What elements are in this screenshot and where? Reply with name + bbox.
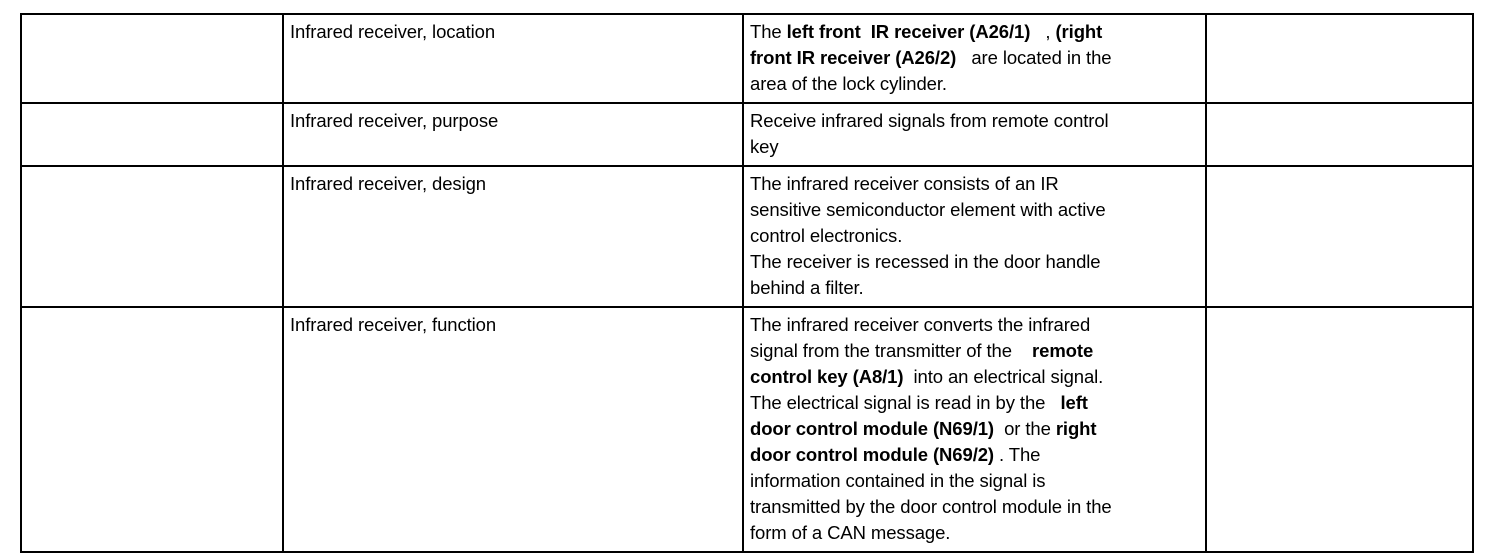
label-text: Infrared receiver, location [290,21,496,42]
description-line: front IR receiver (A26/2) are located in… [750,45,1199,71]
description-run-bold: left front [786,21,866,42]
description-line: sensitive semiconductor element with act… [750,197,1199,223]
description-text: The left front IR receiver (A26/1) , (ri… [744,15,1205,102]
description-run-bold: control key (A8/1) [750,366,909,387]
description-run: . The [993,444,1041,465]
description-line: The receiver is recessed in the door han… [750,249,1199,275]
description-run-bold: right [1055,418,1097,439]
description-run: The receiver is recessed in the door han… [750,251,1101,272]
description-line: The infrared receiver converts the infra… [750,312,1199,338]
description-line: area of the lock cylinder. [750,71,1199,97]
table-cell-blank-right [1205,13,1474,104]
table-cell-description: Receive infrared signals from remote con… [742,102,1207,167]
description-line: The left front IR receiver (A26/1) , (ri… [750,19,1199,45]
description-run-bold: IR receiver (A26/1) [870,21,1036,42]
specification-table: Infrared receiver, location The left fro… [20,13,1474,553]
table-row: Infrared receiver, function The infrared… [20,306,1474,553]
label-text: Infrared receiver, design [290,173,486,194]
label-text: Infrared receiver, purpose [290,110,499,131]
description-line: The electrical signal is read in by the … [750,390,1199,416]
description-run: The [750,21,787,42]
description-line: key [750,134,1199,160]
description-run: are located in the [961,47,1112,68]
label-text: Infrared receiver, function [290,314,497,335]
document-page: Infrared receiver, location The left fro… [20,13,1474,553]
description-run: form of a CAN message. [750,522,951,543]
table-cell-label: Infrared receiver, design [282,165,744,308]
description-run: signal from the transmitter of the [750,340,1017,361]
table-cell-label: Infrared receiver, function [282,306,744,553]
blank-left-content [22,308,282,317]
description-run [1050,392,1060,413]
description-run-bold: (right [1055,21,1103,42]
description-line: door control module (N69/2) . The [750,442,1199,468]
description-run: sensitive semiconductor element with act… [750,199,1106,220]
description-run-bold: remote [1032,340,1094,361]
description-run: The electrical signal is read in by the [750,392,1051,413]
description-run-bold: door control module (N69/2) [750,444,994,465]
table-cell-blank-left [20,306,284,553]
blank-right-content [1207,167,1472,176]
description-run: information contained in the signal is [750,470,1046,491]
table-cell-description: The infrared receiver converts the infra… [742,306,1207,553]
description-line: signal from the transmitter of the remot… [750,338,1199,364]
description-line: behind a filter. [750,275,1199,301]
table-cell-description: The left front IR receiver (A26/1) , (ri… [742,13,1207,104]
description-text: Receive infrared signals from remote con… [744,104,1205,165]
table-cell-blank-right [1205,165,1474,308]
description-line: The infrared receiver consists of an IR [750,171,1199,197]
description-line: control key (A8/1) into an electrical si… [750,364,1199,390]
description-run: The infrared receiver converts the infra… [750,314,1091,335]
description-run-bold: left [1060,392,1088,413]
description-run: or the [999,418,1056,439]
table-cell-description: The infrared receiver consists of an IR s… [742,165,1207,308]
description-text: The infrared receiver consists of an IR s… [744,167,1205,306]
table-cell-blank-left [20,102,284,167]
blank-right-content [1207,308,1472,317]
description-line: form of a CAN message. [750,520,1199,546]
description-line: information contained in the signal is [750,468,1199,494]
table-cell-blank-right [1205,306,1474,553]
table-row: Infrared receiver, design The infrared r… [20,165,1474,308]
description-line: transmitted by the door control module i… [750,494,1199,520]
description-run: behind a filter. [750,277,864,298]
description-run: transmitted by the door control module i… [750,496,1112,517]
description-run [1017,340,1032,361]
blank-right-content [1207,15,1472,24]
blank-left-content [22,104,282,113]
table-cell-label: Infrared receiver, purpose [282,102,744,167]
description-run: Receive infrared signals from remote con… [750,110,1109,131]
table-cell-blank-right [1205,102,1474,167]
blank-left-content [22,15,282,24]
description-run: control electronics. [750,225,903,246]
table-cell-blank-left [20,165,284,308]
description-line: door control module (N69/1) or the right [750,416,1199,442]
blank-left-content [22,167,282,176]
description-run-bold: door control module (N69/1) [750,418,1000,439]
table-row: Infrared receiver, location The left fro… [20,13,1474,104]
description-line: control electronics. [750,223,1199,249]
description-run: The infrared receiver consists of an IR [750,173,1059,194]
description-run: area of the lock cylinder. [750,73,947,94]
description-line: Receive infrared signals from remote con… [750,108,1199,134]
description-run: , [1035,21,1056,42]
description-text: The infrared receiver converts the infra… [744,308,1205,551]
table-cell-label: Infrared receiver, location [282,13,744,104]
description-run: key [750,136,779,157]
table-cell-blank-left [20,13,284,104]
table-row: Infrared receiver, purpose Receive infra… [20,102,1474,167]
table-body: Infrared receiver, location The left fro… [20,13,1474,553]
description-run: into an electrical signal. [908,366,1104,387]
blank-right-content [1207,104,1472,113]
description-run-bold: front IR receiver (A26/2) [750,47,962,68]
